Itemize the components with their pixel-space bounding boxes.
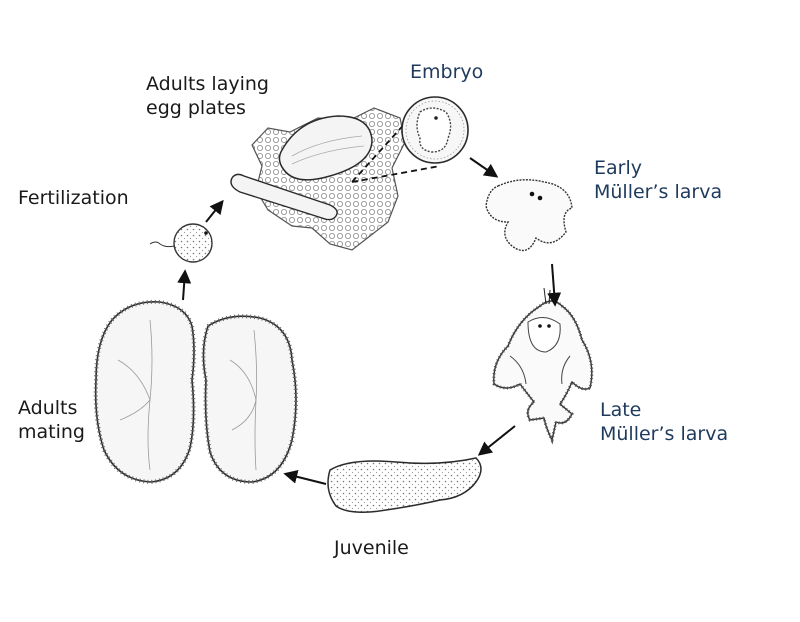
adults-laying-line2: egg plates (146, 97, 246, 119)
early-larva-label: Early Müller’s larva (594, 156, 722, 204)
early-larva-line1: Early (594, 157, 642, 179)
egg-plate-cluster (230, 107, 406, 251)
fertilization-line1: Fertilization (18, 187, 129, 209)
magnification-lines (351, 119, 441, 183)
adults-mating-label: Adults mating (18, 396, 85, 444)
fertilization-label: Fertilization (18, 186, 129, 210)
juvenile-illustration (327, 457, 482, 513)
arrow-embryo-to-early-larva (469, 157, 499, 178)
adults-mating-illustration (93, 299, 298, 485)
early-larva-line2: Müller’s larva (594, 181, 723, 203)
adults-mating-line1: Adults (18, 397, 78, 419)
late-larva-illustration (492, 287, 594, 445)
fertilized-egg-illustration (149, 223, 213, 263)
arrow-mating-to-fertilization (177, 269, 192, 301)
arrow-fertilization-to-egg-plates (205, 199, 224, 223)
late-larva-line1: Late (600, 399, 642, 421)
adults-mating-line2: mating (18, 421, 85, 443)
juvenile-label: Juvenile (334, 536, 409, 560)
arrow-early-to-late-larva (547, 263, 562, 307)
adults-laying-label: Adults laying egg plates (146, 72, 269, 120)
embryo-line1: Embryo (410, 61, 484, 83)
juvenile-line1: Juvenile (334, 537, 409, 559)
adults-laying-line1: Adults laying (146, 73, 269, 95)
embryo-label: Embryo (410, 60, 483, 84)
early-larva-illustration (485, 179, 573, 252)
arrow-late-larva-to-juvenile (477, 425, 516, 456)
cycle-arrows (177, 157, 562, 485)
late-larva-line2: Müller’s larva (600, 423, 729, 445)
late-larva-label: Late Müller’s larva (600, 398, 728, 446)
arrow-juvenile-to-adults-mating (283, 469, 327, 485)
embryo-illustration (401, 96, 469, 164)
